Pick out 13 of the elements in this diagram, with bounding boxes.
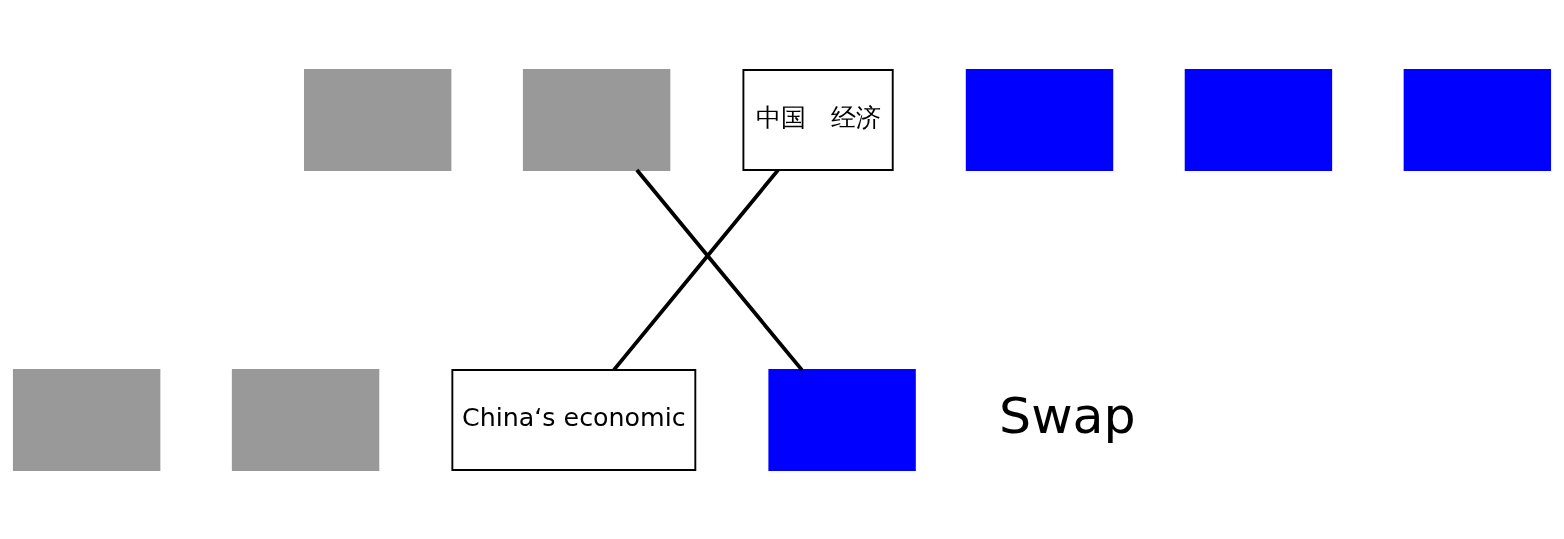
node-box: China‘s economic	[451, 368, 697, 471]
node-box	[522, 68, 671, 171]
node-box	[768, 368, 916, 471]
node-box	[1403, 68, 1552, 171]
node-box	[1184, 68, 1333, 171]
node-box: 中国 经济	[742, 68, 894, 171]
label: Swap	[999, 385, 1136, 445]
node-box	[965, 68, 1114, 171]
node-box	[304, 68, 452, 171]
connector	[635, 168, 804, 371]
connector	[612, 168, 780, 371]
node-box	[12, 368, 161, 471]
node-box	[231, 368, 380, 471]
